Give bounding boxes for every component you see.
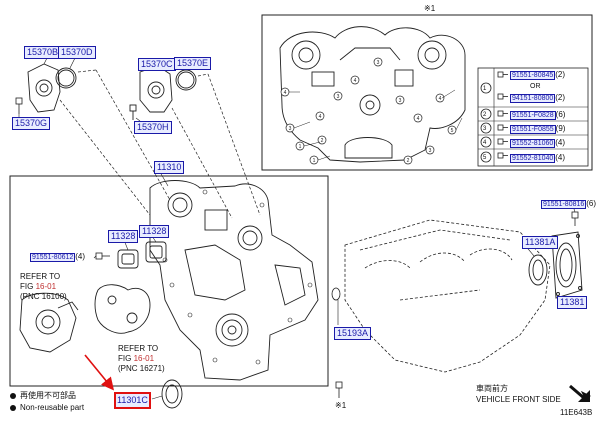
label-15370B[interactable]: 15370B (24, 46, 62, 59)
inset-row-2[interactable]: 91551-F0828(6) (510, 110, 566, 120)
svg-text:4: 4 (319, 114, 322, 120)
inset-num-3: 3 (483, 126, 487, 132)
part-code-94151-80800[interactable]: 94151-80800 (510, 94, 556, 103)
label-11328-right[interactable]: 11328 (139, 225, 170, 238)
svg-text:3: 3 (399, 98, 402, 104)
label-15370E[interactable]: 15370E (174, 57, 212, 70)
part-code-91552-81040[interactable]: 91552-81040 (510, 154, 556, 163)
part-code-91551-80816[interactable]: 91551-80816 (541, 200, 587, 209)
inset-row-3[interactable]: 91551-F0855(9) (510, 124, 566, 134)
inset-num-2: 2 (483, 112, 487, 118)
inset-num-4: 4 (483, 140, 487, 146)
inset-row-1b[interactable]: 94151-80800(2) (510, 93, 566, 103)
vehicle-front-en: VEHICLE FRONT SIDE (476, 395, 561, 404)
label-15370D[interactable]: 15370D (58, 46, 96, 59)
svg-text:3: 3 (377, 60, 380, 66)
inset-row-5[interactable]: 91552-81040(4) (510, 153, 566, 163)
label-11381A[interactable]: 11381A (522, 236, 559, 249)
inset-mark: ※1 (424, 4, 436, 13)
legend-jp: 再使用不可部品 (10, 391, 76, 401)
qty-91551-80612: (4) (75, 252, 86, 261)
svg-text:4: 4 (284, 90, 287, 96)
part-code-91551-F0828[interactable]: 91551-F0828 (510, 111, 556, 120)
label-11310[interactable]: 11310 (154, 161, 185, 174)
svg-text:2: 2 (407, 158, 410, 164)
refer-note-2-fig-prefix: FIG (118, 354, 134, 363)
bottom-mark: ※1 (335, 401, 347, 410)
legend-dot-icon (10, 404, 16, 411)
qty-91551-80816: (6) (586, 199, 597, 208)
inset-num-1: 1 (483, 86, 487, 92)
refer-note-2-line3: (PNC 16271) (118, 364, 165, 373)
label-15370H[interactable]: 15370H (134, 121, 172, 134)
label-91551-80816[interactable]: 91551-80816(6) (541, 199, 596, 209)
svg-text:2: 2 (321, 138, 324, 144)
refer-note-1: REFER TO FIG 16-01 (PNC 16100) (20, 272, 67, 302)
svg-text:1: 1 (299, 144, 302, 150)
svg-text:3: 3 (289, 126, 292, 132)
label-91551-80612[interactable]: 91551-80612(4) (30, 252, 85, 262)
inset-row-1[interactable]: 91551-80845(2) (510, 70, 566, 80)
refer-note-1-line1: REFER TO (20, 272, 61, 281)
vehicle-front-jp: 車両前方 (476, 384, 508, 393)
svg-text:1: 1 (313, 158, 316, 164)
inset-num-5: 5 (483, 155, 487, 161)
refer-note-1-fig-prefix: FIG (20, 282, 36, 291)
part-code-91551-80612[interactable]: 91551-80612 (30, 253, 76, 262)
svg-text:5: 5 (451, 128, 454, 134)
inset-or-text: OR (530, 83, 541, 90)
label-11381[interactable]: 11381 (557, 296, 588, 309)
part-code-91551-80845[interactable]: 91551-80845 (510, 71, 556, 80)
svg-text:3: 3 (337, 94, 340, 100)
label-11301C[interactable]: 11301C (114, 392, 151, 409)
part-code-91551-F0855[interactable]: 91551-F0855 (510, 125, 556, 134)
refer-note-2-line1: REFER TO (118, 344, 159, 353)
legend-en-text: Non-reusable part (20, 403, 85, 412)
refer-note-2-fig-link[interactable]: 16-01 (133, 354, 155, 363)
refer-note-2: REFER TO FIG 16-01 (PNC 16271) (118, 344, 165, 374)
legend-jp-text: 再使用不可部品 (20, 391, 76, 400)
figure-code: 11E643B (560, 408, 593, 417)
refer-note-1-line2: FIG 16-01 (20, 282, 67, 292)
refer-note-1-line3: (PNC 16100) (20, 292, 67, 301)
part-code-91552-81060[interactable]: 91552-81060 (510, 139, 556, 148)
label-15370C[interactable]: 15370C (138, 58, 176, 71)
label-11328-left[interactable]: 11328 (108, 230, 139, 243)
inset-row-4[interactable]: 91552-81060(4) (510, 138, 566, 148)
label-15193A[interactable]: 15193A (334, 327, 372, 340)
refer-note-2-line2: FIG 16-01 (118, 354, 165, 364)
svg-text:3: 3 (429, 148, 432, 154)
refer-note-1-fig-link[interactable]: 16-01 (35, 282, 57, 291)
svg-text:4: 4 (439, 96, 442, 102)
legend-en: Non-reusable part (10, 403, 84, 413)
label-15370G[interactable]: 15370G (12, 117, 51, 130)
svg-text:4: 4 (417, 116, 420, 122)
svg-text:4: 4 (354, 78, 357, 84)
legend-dot-icon (10, 392, 16, 399)
